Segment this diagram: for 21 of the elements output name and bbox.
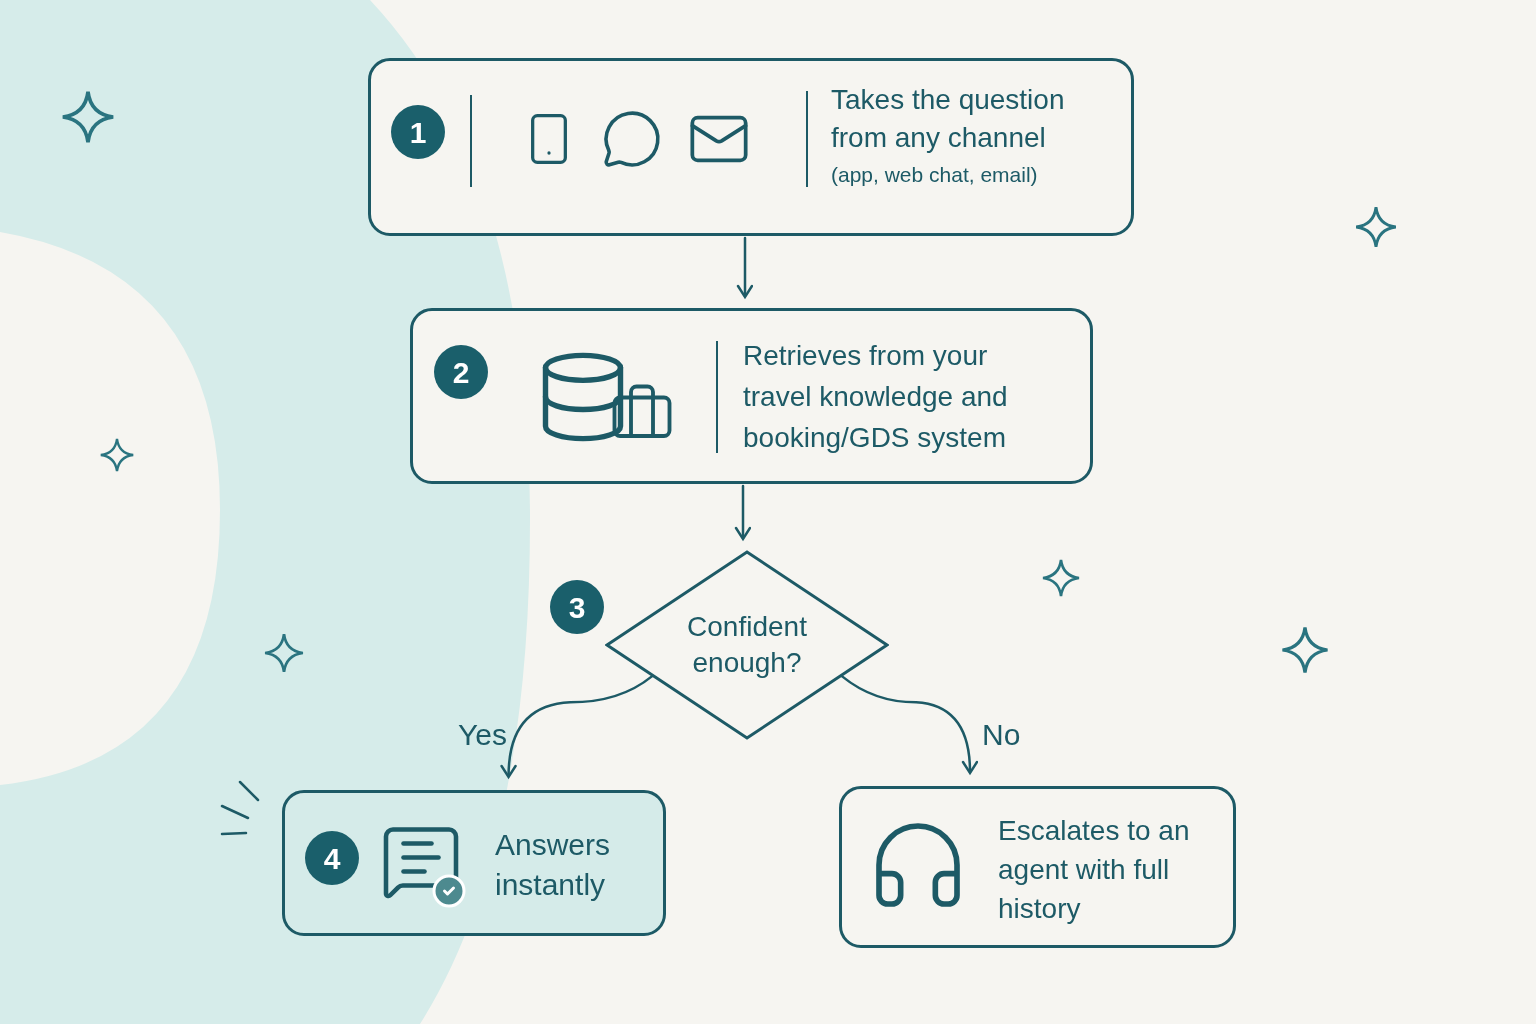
step-number-badge: 3 (550, 580, 604, 634)
step-number-badge: 2 (434, 345, 488, 399)
process-box (839, 786, 1236, 948)
process-box (410, 308, 1093, 484)
process-box (368, 58, 1134, 236)
process-box (282, 790, 666, 936)
step-description: Escalates to an agent with full history (998, 814, 1191, 926)
arrow (500, 675, 654, 779)
arrow (736, 236, 754, 299)
arrow (734, 484, 752, 541)
step-description: Takes the question from any channel (831, 83, 1066, 155)
step-description: Retrieves from your travel knowledge and booking/GDS system (743, 339, 1009, 455)
step-number-badge: 1 (391, 105, 445, 159)
arrow (840, 675, 978, 775)
decision-question: Confident enough? (686, 610, 808, 680)
step-number-badge: 4 (305, 831, 359, 885)
channel-note: (app, web chat, email) (831, 162, 1039, 188)
edge-label: Yes (457, 717, 508, 753)
step-description: Answers instantly (495, 827, 612, 903)
decision-diamond (605, 550, 889, 740)
edge-label: No (981, 717, 1022, 753)
